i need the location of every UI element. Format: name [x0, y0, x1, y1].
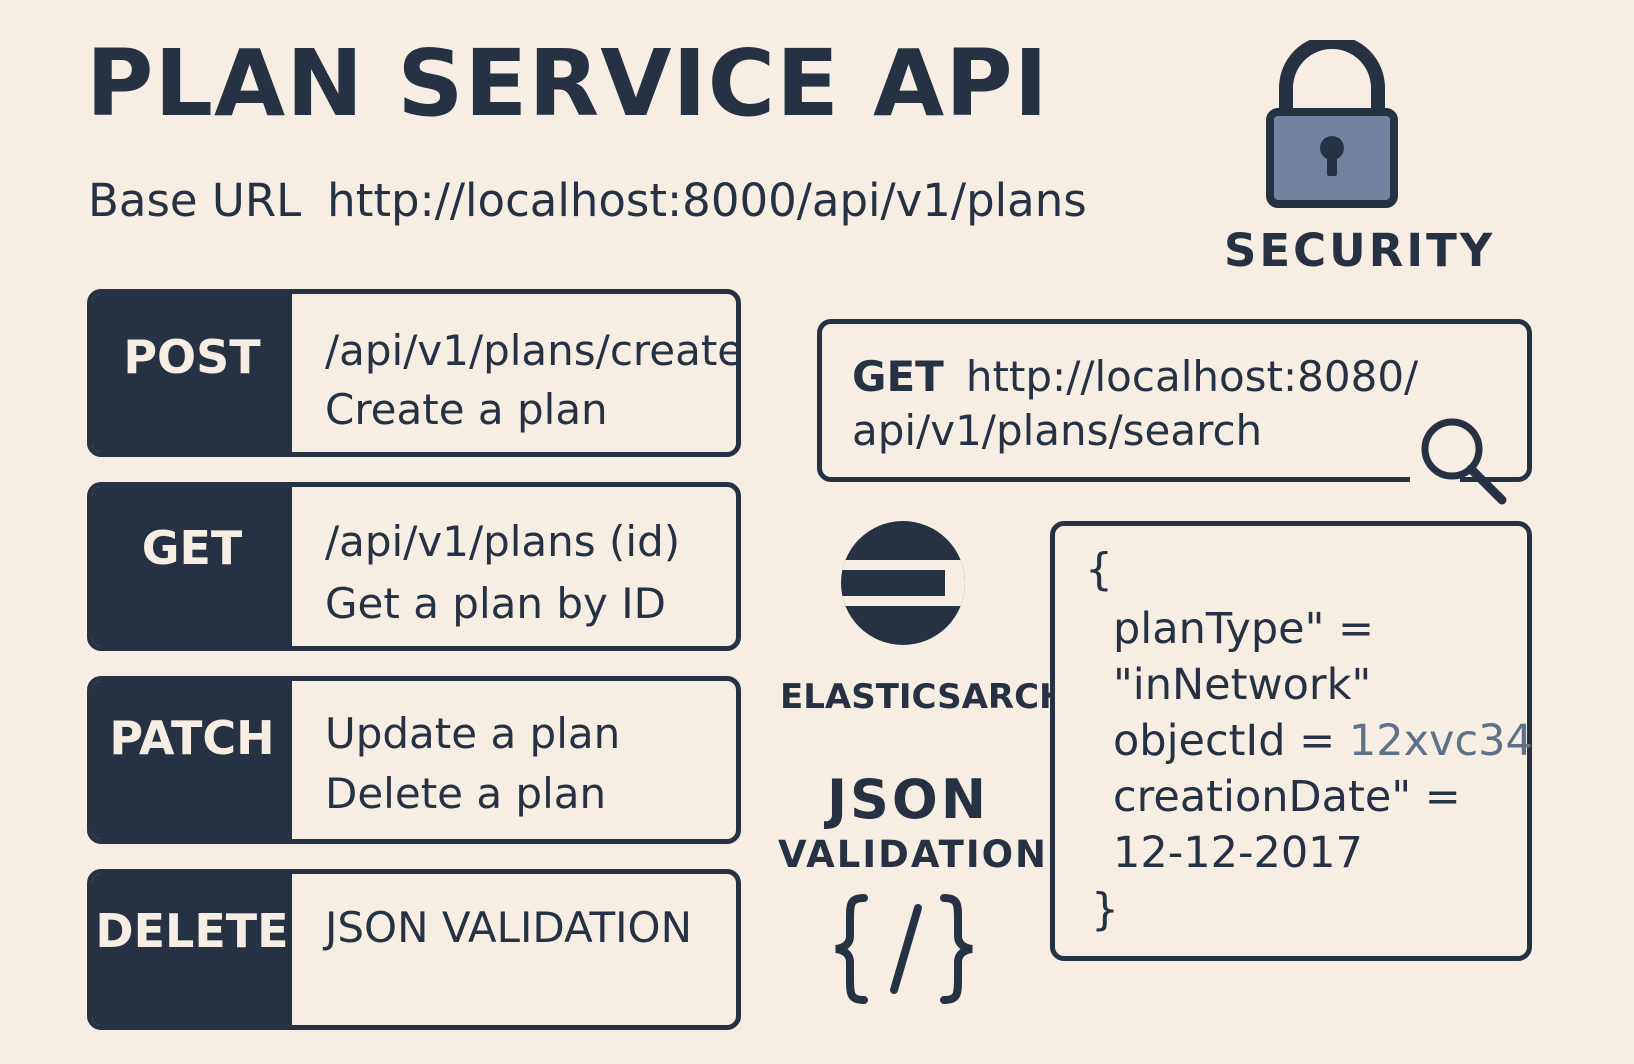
- page-title: PLAN SERVICE API: [86, 30, 1049, 137]
- code-line-creationdate: creationDate" =: [1113, 772, 1461, 822]
- code-line-objectid: objectId = 12xvc34: [1113, 720, 1533, 763]
- endpoint-desc-patch-delete: Delete a plan: [325, 769, 607, 818]
- endpoint-card-post[interactable]: POST /api/v1/plans/create Create a plan: [87, 289, 741, 457]
- endpoint-card-delete[interactable]: DELETE JSON VALIDATION: [87, 869, 741, 1030]
- code-braces-icon: [835, 894, 973, 1004]
- code-close-brace: }: [1091, 884, 1119, 935]
- elasticsearch-label: ELASTICSARCH: [780, 677, 1068, 717]
- endpoint-desc-delete: JSON VALIDATION: [325, 903, 693, 952]
- endpoint-desc-patch-update: Update a plan: [325, 709, 621, 758]
- code-objectid-key: objectId =: [1113, 716, 1336, 766]
- json-sample-box: { planType" = "inNetwork" objectId = 12x…: [1050, 521, 1533, 961]
- endpoint-card-get[interactable]: GET /api/v1/plans (id) Get a plan by ID: [87, 482, 741, 651]
- padlock-icon: [1266, 40, 1398, 208]
- security-label: SECURITY: [1224, 224, 1496, 277]
- search-method: GET: [852, 352, 944, 401]
- endpoint-path-post: /api/v1/plans/create: [325, 326, 741, 375]
- endpoint-card-patch[interactable]: PATCH Update a plan Delete a plan: [87, 676, 741, 844]
- search-url-line1: http://localhost:8080/: [965, 352, 1419, 401]
- base-url-label: Base URL: [88, 174, 302, 227]
- code-line-innetwork: "inNetwork": [1113, 660, 1372, 710]
- json-validation-title: JSON: [826, 768, 990, 831]
- code-line-plantype: planType" =: [1113, 604, 1375, 654]
- method-badge-patch: PATCH: [92, 681, 292, 839]
- code-open-brace: {: [1085, 544, 1113, 595]
- magnifier-icon[interactable]: [1410, 408, 1518, 508]
- method-badge-delete: DELETE: [92, 874, 292, 1025]
- method-badge-get: GET: [92, 487, 292, 646]
- endpoint-path-get: /api/v1/plans (id): [325, 517, 681, 566]
- search-endpoint-text: GET http://localhost:8080/ api/v1/plans/s…: [852, 350, 1418, 458]
- search-endpoint-box[interactable]: GET http://localhost:8080/ api/v1/plans/s…: [817, 319, 1532, 482]
- code-objectid-value: 12xvc34: [1348, 716, 1533, 766]
- json-validation-subtitle: VALIDATION: [778, 833, 1049, 876]
- endpoint-desc-post: Create a plan: [325, 385, 608, 434]
- search-url-line2: api/v1/plans/search: [852, 406, 1263, 455]
- endpoint-desc-get: Get a plan by ID: [325, 579, 666, 628]
- method-badge-post: POST: [92, 294, 292, 452]
- base-url-value: http://localhost:8000/api/v1/plans: [327, 174, 1087, 227]
- elastic-logo-icon: [841, 521, 965, 645]
- code-line-date-value: 12-12-2017: [1113, 828, 1363, 878]
